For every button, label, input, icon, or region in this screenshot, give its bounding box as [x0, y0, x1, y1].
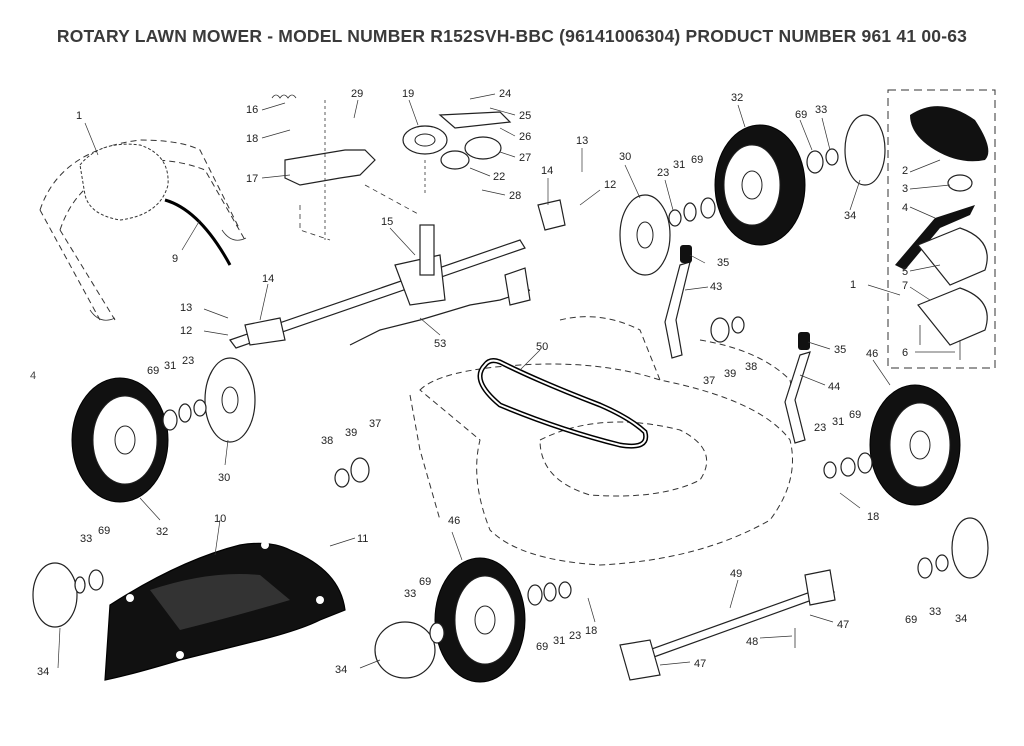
callout: 30: [218, 472, 230, 484]
callout: 31: [673, 159, 685, 171]
pulley-drawing: [402, 111, 512, 195]
callout: 1: [76, 110, 82, 122]
callout: 69: [98, 525, 110, 537]
callout: 2: [902, 165, 908, 177]
gearbox-drawing: [229, 199, 566, 349]
callout: 3: [902, 183, 908, 195]
callout: 32: [156, 526, 168, 538]
callout: 18: [585, 625, 597, 637]
height-lever-drawing: [664, 245, 811, 444]
wheel-32-left: [71, 377, 169, 503]
callout: 16: [246, 104, 258, 116]
callout: 34: [37, 666, 49, 678]
callout: 33: [929, 606, 941, 618]
bracket-drawing: [271, 94, 421, 241]
callout: 23: [657, 167, 669, 179]
callout: 35: [717, 257, 729, 269]
callout: 29: [351, 88, 363, 100]
callout: 24: [499, 88, 511, 100]
callout: 33: [80, 533, 92, 545]
callout: 15: [381, 216, 393, 228]
callout: 47: [694, 658, 706, 670]
rear-axle-drawing: [619, 569, 836, 681]
rear-flap-drawing: [104, 541, 346, 681]
hub-cap-drawing: [32, 114, 989, 679]
callout: 69: [905, 614, 917, 626]
callout: 13: [180, 302, 192, 314]
callout: 12: [180, 325, 192, 337]
callout: 43: [710, 281, 722, 293]
callout: 33: [815, 104, 827, 116]
callout: 23: [569, 630, 581, 642]
page-marker: 4: [30, 370, 37, 382]
callout-labels: 1 9 16 18 17 29 19 24 25 26 27 22 28 13 …: [37, 88, 967, 678]
callout: 37: [703, 375, 715, 387]
callout: 22: [493, 171, 505, 183]
handle-drawing: [39, 139, 247, 321]
callout: 23: [814, 422, 826, 434]
callout: 34: [335, 664, 347, 676]
wheel-46-front: [434, 557, 526, 683]
callout: 7: [902, 280, 908, 292]
callout: 50: [536, 341, 548, 353]
callout: 38: [321, 435, 333, 447]
callout: 18: [246, 133, 258, 145]
callout: 25: [519, 110, 531, 122]
callout: 33: [404, 588, 416, 600]
callout: 4: [902, 202, 908, 214]
callout: 34: [955, 613, 967, 625]
callout: 31: [164, 360, 176, 372]
callout: 38: [745, 361, 757, 373]
callout: 39: [345, 427, 357, 439]
callout: 44: [828, 381, 840, 393]
callout: 47: [837, 619, 849, 631]
callout: 14: [262, 273, 274, 285]
washer-drawing: [74, 148, 949, 644]
callout: 31: [832, 416, 844, 428]
belt-drawing: [477, 358, 649, 449]
page-title: ROTARY LAWN MOWER - MODEL NUMBER R152SVH…: [56, 26, 968, 46]
callout: 5: [902, 266, 908, 278]
callout: 35: [834, 344, 846, 356]
mower-deck-drawing: [409, 316, 801, 566]
callout: 27: [519, 152, 531, 164]
callout: 46: [866, 348, 878, 360]
callout: 69: [795, 109, 807, 121]
callout: 23: [182, 355, 194, 367]
leader-lines: [57, 93, 955, 669]
callout: 1: [850, 279, 856, 291]
callout: 19: [402, 88, 414, 100]
callout: 53: [434, 338, 446, 350]
callout: 10: [214, 513, 226, 525]
callout: 14: [541, 165, 553, 177]
callout: 13: [576, 135, 588, 147]
callout: 26: [519, 131, 531, 143]
wheel-32-rear-right: [714, 124, 806, 246]
callout: 69: [691, 154, 703, 166]
callout: 17: [246, 173, 258, 185]
callout: 69: [849, 409, 861, 421]
callout: 48: [746, 636, 758, 648]
gear-disc-drawing: [204, 194, 671, 443]
callout: 12: [604, 179, 616, 191]
callout: 37: [369, 418, 381, 430]
callout: 28: [509, 190, 521, 202]
callout: 30: [619, 151, 631, 163]
callout: 69: [536, 641, 548, 653]
callout: 46: [448, 515, 460, 527]
callout: 34: [844, 210, 856, 222]
callout: 69: [419, 576, 431, 588]
callout: 9: [172, 253, 178, 265]
callout: 49: [730, 568, 742, 580]
callout: 39: [724, 368, 736, 380]
callout: 11: [357, 533, 368, 545]
callout: 18: [867, 511, 879, 523]
callout: 6: [902, 347, 908, 359]
inset-box: [887, 89, 996, 369]
callout: 69: [147, 365, 159, 377]
wheel-46-right: [869, 384, 961, 506]
callout: 32: [731, 92, 743, 104]
callout: 31: [553, 635, 565, 647]
